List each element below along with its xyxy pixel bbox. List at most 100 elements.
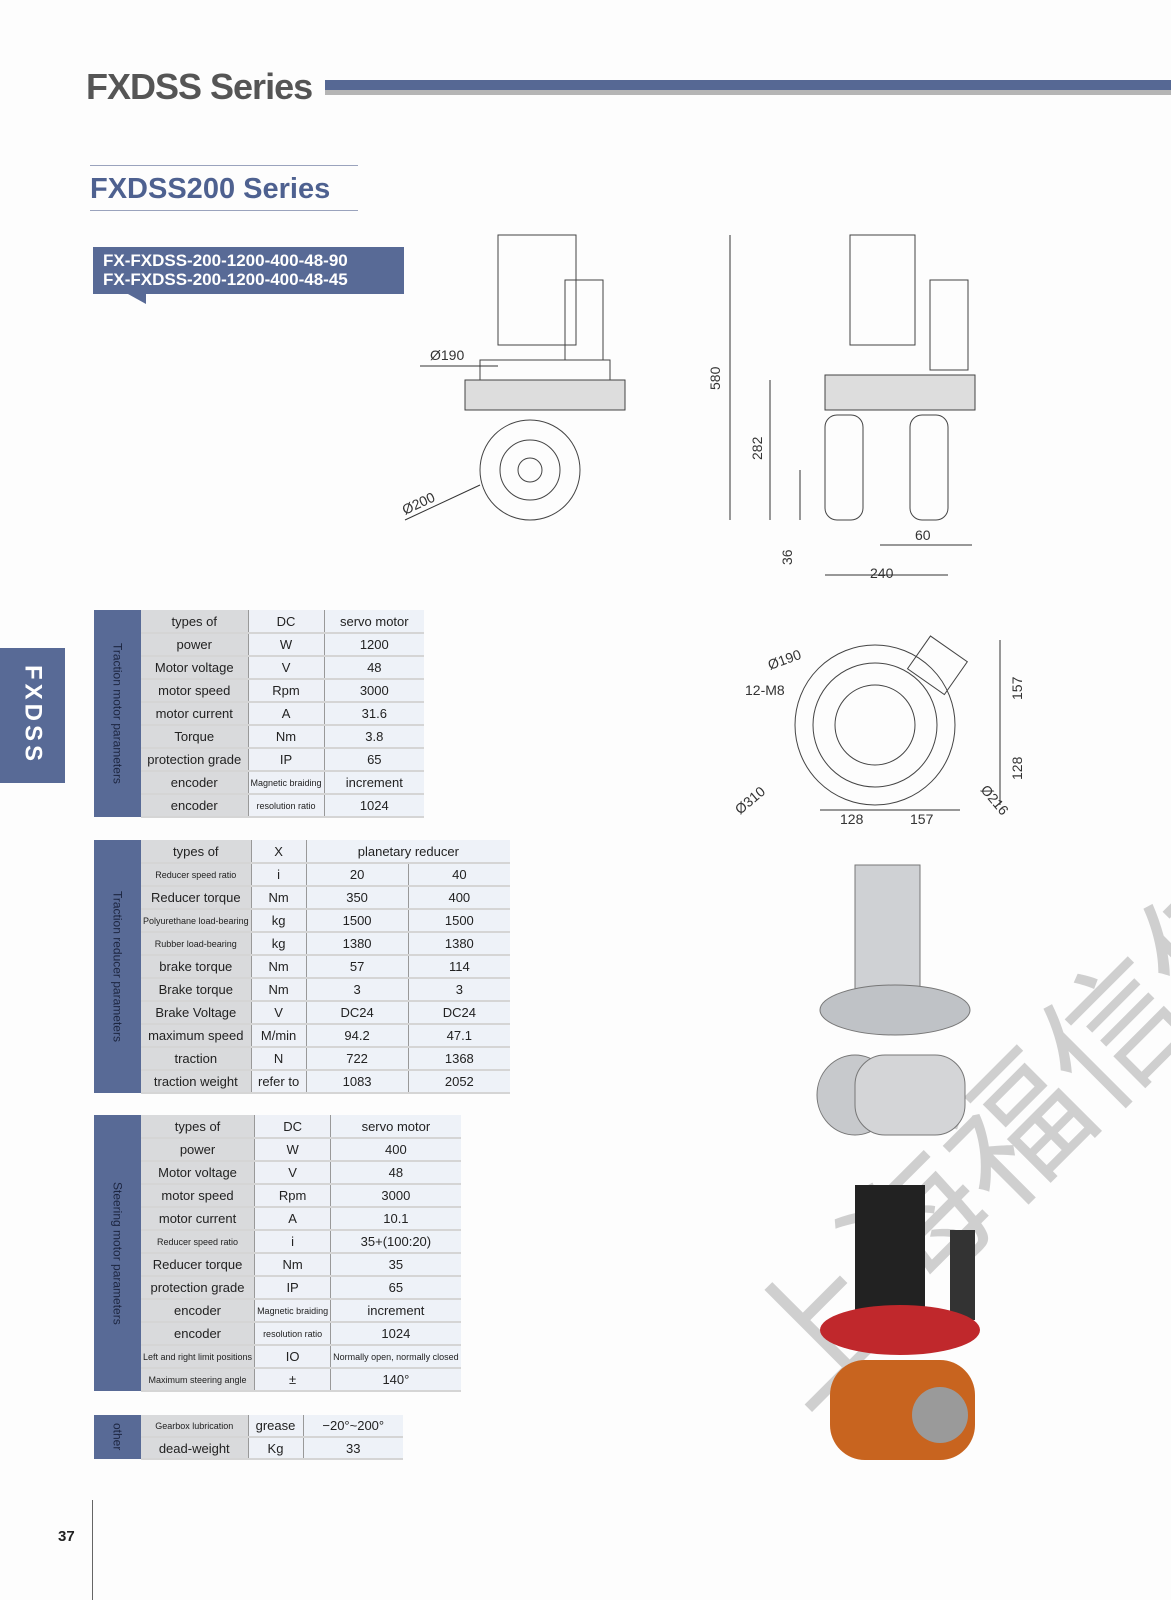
param-value: increment [324, 771, 425, 795]
param-value: 10.1 [330, 1207, 461, 1231]
param-unit: IP [254, 1276, 332, 1300]
param-name: Left and right limit positions [141, 1345, 256, 1369]
param-name: Reducer speed ratio [141, 1230, 256, 1254]
param-unit: A [248, 702, 325, 726]
param-value: 722 [306, 1047, 409, 1071]
param-name: types of [141, 1115, 256, 1139]
dim-label: 282 [749, 436, 765, 460]
param-name: motor current [141, 702, 249, 726]
param-value: 31.6 [324, 702, 425, 726]
table-section-label: Traction motor parameters [94, 610, 141, 817]
param-value: 1380 [407, 932, 511, 956]
param-name: dead-weight [141, 1437, 249, 1460]
dim-label: Ø190 [430, 347, 464, 363]
param-value: 2052 [407, 1070, 511, 1094]
param-unit: N [251, 1047, 307, 1071]
side-view-drawing: 580 282 36 60 240 [707, 234, 976, 581]
dim-label: 240 [870, 565, 894, 581]
param-value: Normally open, normally closed [330, 1345, 461, 1369]
param-name: types of [141, 610, 249, 634]
param-unit: DC [248, 610, 325, 634]
param-unit: resolution ratio [248, 794, 325, 818]
param-name: motor speed [141, 1184, 256, 1208]
param-name: traction weight [141, 1070, 252, 1094]
param-name: motor speed [141, 679, 249, 703]
front-view-drawing: Ø190 Ø200 [400, 234, 626, 521]
dim-label: Ø216 [978, 782, 1012, 819]
callout-tail [128, 294, 146, 304]
param-value: 114 [407, 955, 511, 979]
param-value: 140° [330, 1368, 461, 1392]
param-name: Brake torque [141, 978, 252, 1002]
param-unit: IO [254, 1345, 332, 1369]
param-unit: Nm [251, 955, 307, 979]
param-value: 48 [330, 1161, 461, 1185]
param-value: 1500 [407, 909, 511, 933]
param-value: 1368 [407, 1047, 511, 1071]
param-unit: kg [251, 909, 307, 933]
param-unit: Kg [248, 1437, 304, 1460]
param-unit: i [254, 1230, 332, 1254]
param-unit: A [254, 1207, 332, 1231]
dim-label: 36 [779, 549, 795, 565]
param-value: 40 [407, 863, 511, 887]
param-unit: W [254, 1138, 332, 1162]
table-section-label: Steering motor parameters [94, 1115, 141, 1391]
param-name: protection grade [141, 748, 249, 772]
param-unit: Rpm [254, 1184, 332, 1208]
param-name: encoder [141, 771, 249, 795]
param-unit: resolution ratio [254, 1322, 332, 1346]
param-name: Maximum steering angle [141, 1368, 256, 1392]
param-unit: refer to [251, 1070, 307, 1094]
model-code: FX-FXDSS-200-1200-400-48-90 [103, 251, 348, 270]
param-unit: V [254, 1161, 332, 1185]
param-value: 1083 [306, 1070, 409, 1094]
param-unit: W [248, 633, 325, 657]
param-name: Motor voltage [141, 1161, 256, 1185]
param-value: 3 [407, 978, 511, 1002]
param-value: 35 [330, 1253, 461, 1277]
param-unit: X [251, 840, 307, 864]
param-value: 65 [330, 1276, 461, 1300]
param-value: 94.2 [306, 1024, 409, 1048]
param-value: 1024 [330, 1322, 461, 1346]
param-name: Brake Voltage [141, 1001, 252, 1025]
sub-title: FXDSS200 Series [90, 165, 358, 211]
param-name: Gearbox lubrication [141, 1415, 249, 1438]
param-unit: V [248, 656, 325, 680]
param-value: 3.8 [324, 725, 425, 749]
param-value: −20°~200° [303, 1415, 403, 1438]
table-section-label: other [94, 1415, 141, 1459]
param-name: encoder [141, 794, 249, 818]
param-unit: Nm [254, 1253, 332, 1277]
param-value: 1200 [324, 633, 425, 657]
param-name: motor current [141, 1207, 256, 1231]
param-value: 47.1 [407, 1024, 511, 1048]
param-name: Reducer speed ratio [141, 863, 252, 887]
side-tab: FXDSS [0, 648, 65, 783]
model-codes: FX-FXDSS-200-1200-400-48-90 FX-FXDSS-200… [93, 247, 404, 294]
param-name: Reducer torque [141, 1253, 256, 1277]
